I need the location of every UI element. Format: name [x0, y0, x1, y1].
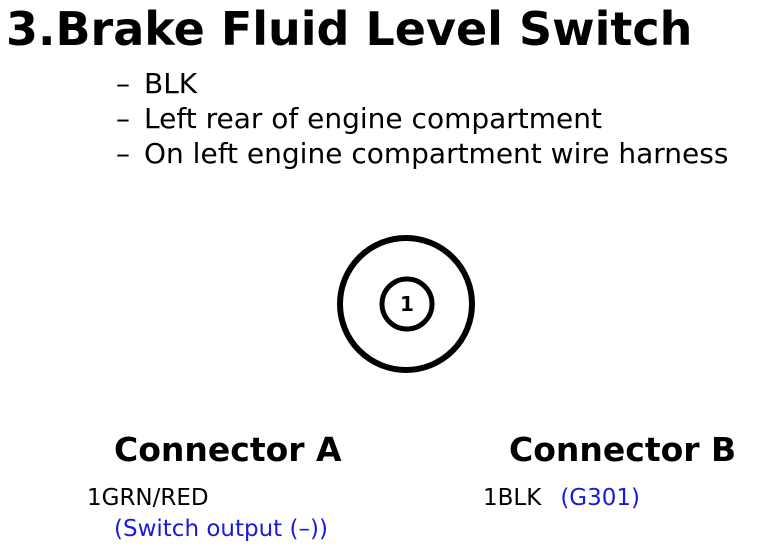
- page-title: 3.Brake Fluid Level Switch: [6, 2, 693, 56]
- connector-b-pin-1: 1BLK (G301): [483, 483, 640, 513]
- detail-location: –Left rear of engine compartment: [116, 101, 728, 136]
- connector-a-pin-1: 1GRN/RED: [87, 485, 209, 511]
- connector-a-pin-1-note: (Switch output (–)): [114, 516, 328, 542]
- connector-a-heading: Connector A: [114, 430, 342, 469]
- detail-text: BLK: [144, 67, 198, 100]
- detail-text: On left engine compartment wire harness: [144, 137, 729, 170]
- bullet-dash: –: [116, 137, 130, 170]
- pin-1-circle: [379, 276, 435, 332]
- detail-color: –BLK: [116, 66, 728, 101]
- detail-text: Left rear of engine compartment: [144, 102, 603, 135]
- detail-harness: –On left engine compartment wire harness: [116, 136, 728, 171]
- component-details-list: –BLK –Left rear of engine compartment –O…: [116, 66, 728, 171]
- connector-b-pin-1-note: (G301): [560, 485, 640, 511]
- connector-face-diagram: 1: [337, 235, 475, 373]
- bullet-dash: –: [116, 102, 130, 135]
- bullet-dash: –: [116, 67, 130, 100]
- connector-b-heading: Connector B: [509, 430, 737, 469]
- pin-1-label: 1: [400, 292, 414, 316]
- connector-outer-ring: [337, 235, 475, 373]
- connector-b-pin-1-wire: 1BLK: [483, 485, 542, 511]
